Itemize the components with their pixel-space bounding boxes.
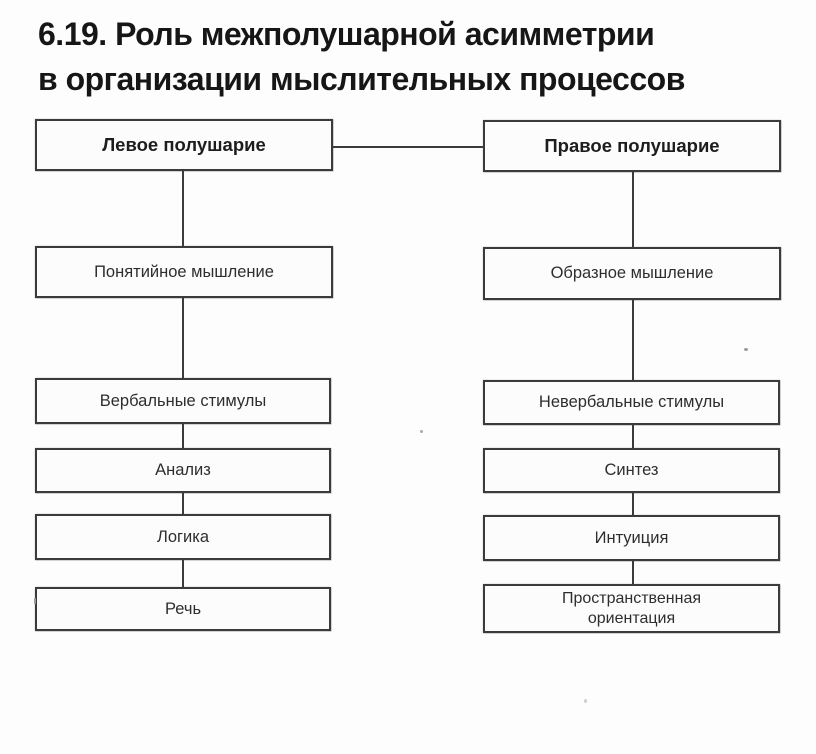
connector-right-4 xyxy=(632,493,634,515)
connector-right-3 xyxy=(632,425,634,448)
node-verbal-stimuli: Вербальные стимулы xyxy=(35,378,331,424)
connector-hemispheres xyxy=(333,146,483,148)
connector-right-1 xyxy=(632,172,634,247)
node-spatial-orientation: Пространственная ориентация xyxy=(483,584,780,633)
node-conceptual-thinking: Понятийное мышление xyxy=(35,246,333,298)
page-title: 6.19. Роль межполушарной асимметрии в ор… xyxy=(38,12,808,102)
scan-speck xyxy=(584,699,587,703)
node-intuition: Интуиция xyxy=(483,515,780,561)
connector-left-4 xyxy=(182,493,184,514)
node-figurative-thinking: Образное мышление xyxy=(483,247,781,300)
scan-speck xyxy=(420,430,423,433)
node-right-hemisphere: Правое полушарие xyxy=(483,120,781,172)
node-logic: Логика xyxy=(35,514,331,560)
title-line-1: 6.19. Роль межполушарной асимметрии xyxy=(38,16,655,52)
connector-right-5 xyxy=(632,561,634,584)
scan-speck xyxy=(744,348,748,351)
title-line-2: в организации мыслительных процессов xyxy=(38,60,685,97)
node-left-hemisphere: Левое полушарие xyxy=(35,119,333,171)
connector-left-2 xyxy=(182,298,184,378)
connector-left-1 xyxy=(182,171,184,246)
connector-left-5 xyxy=(182,560,184,587)
node-speech: Речь xyxy=(35,587,331,631)
scan-speck xyxy=(34,598,36,604)
node-analysis: Анализ xyxy=(35,448,331,493)
connector-right-2 xyxy=(632,300,634,380)
node-synthesis: Синтез xyxy=(483,448,780,493)
node-nonverbal-stimuli: Невербальные стимулы xyxy=(483,380,780,425)
connector-left-3 xyxy=(182,424,184,448)
